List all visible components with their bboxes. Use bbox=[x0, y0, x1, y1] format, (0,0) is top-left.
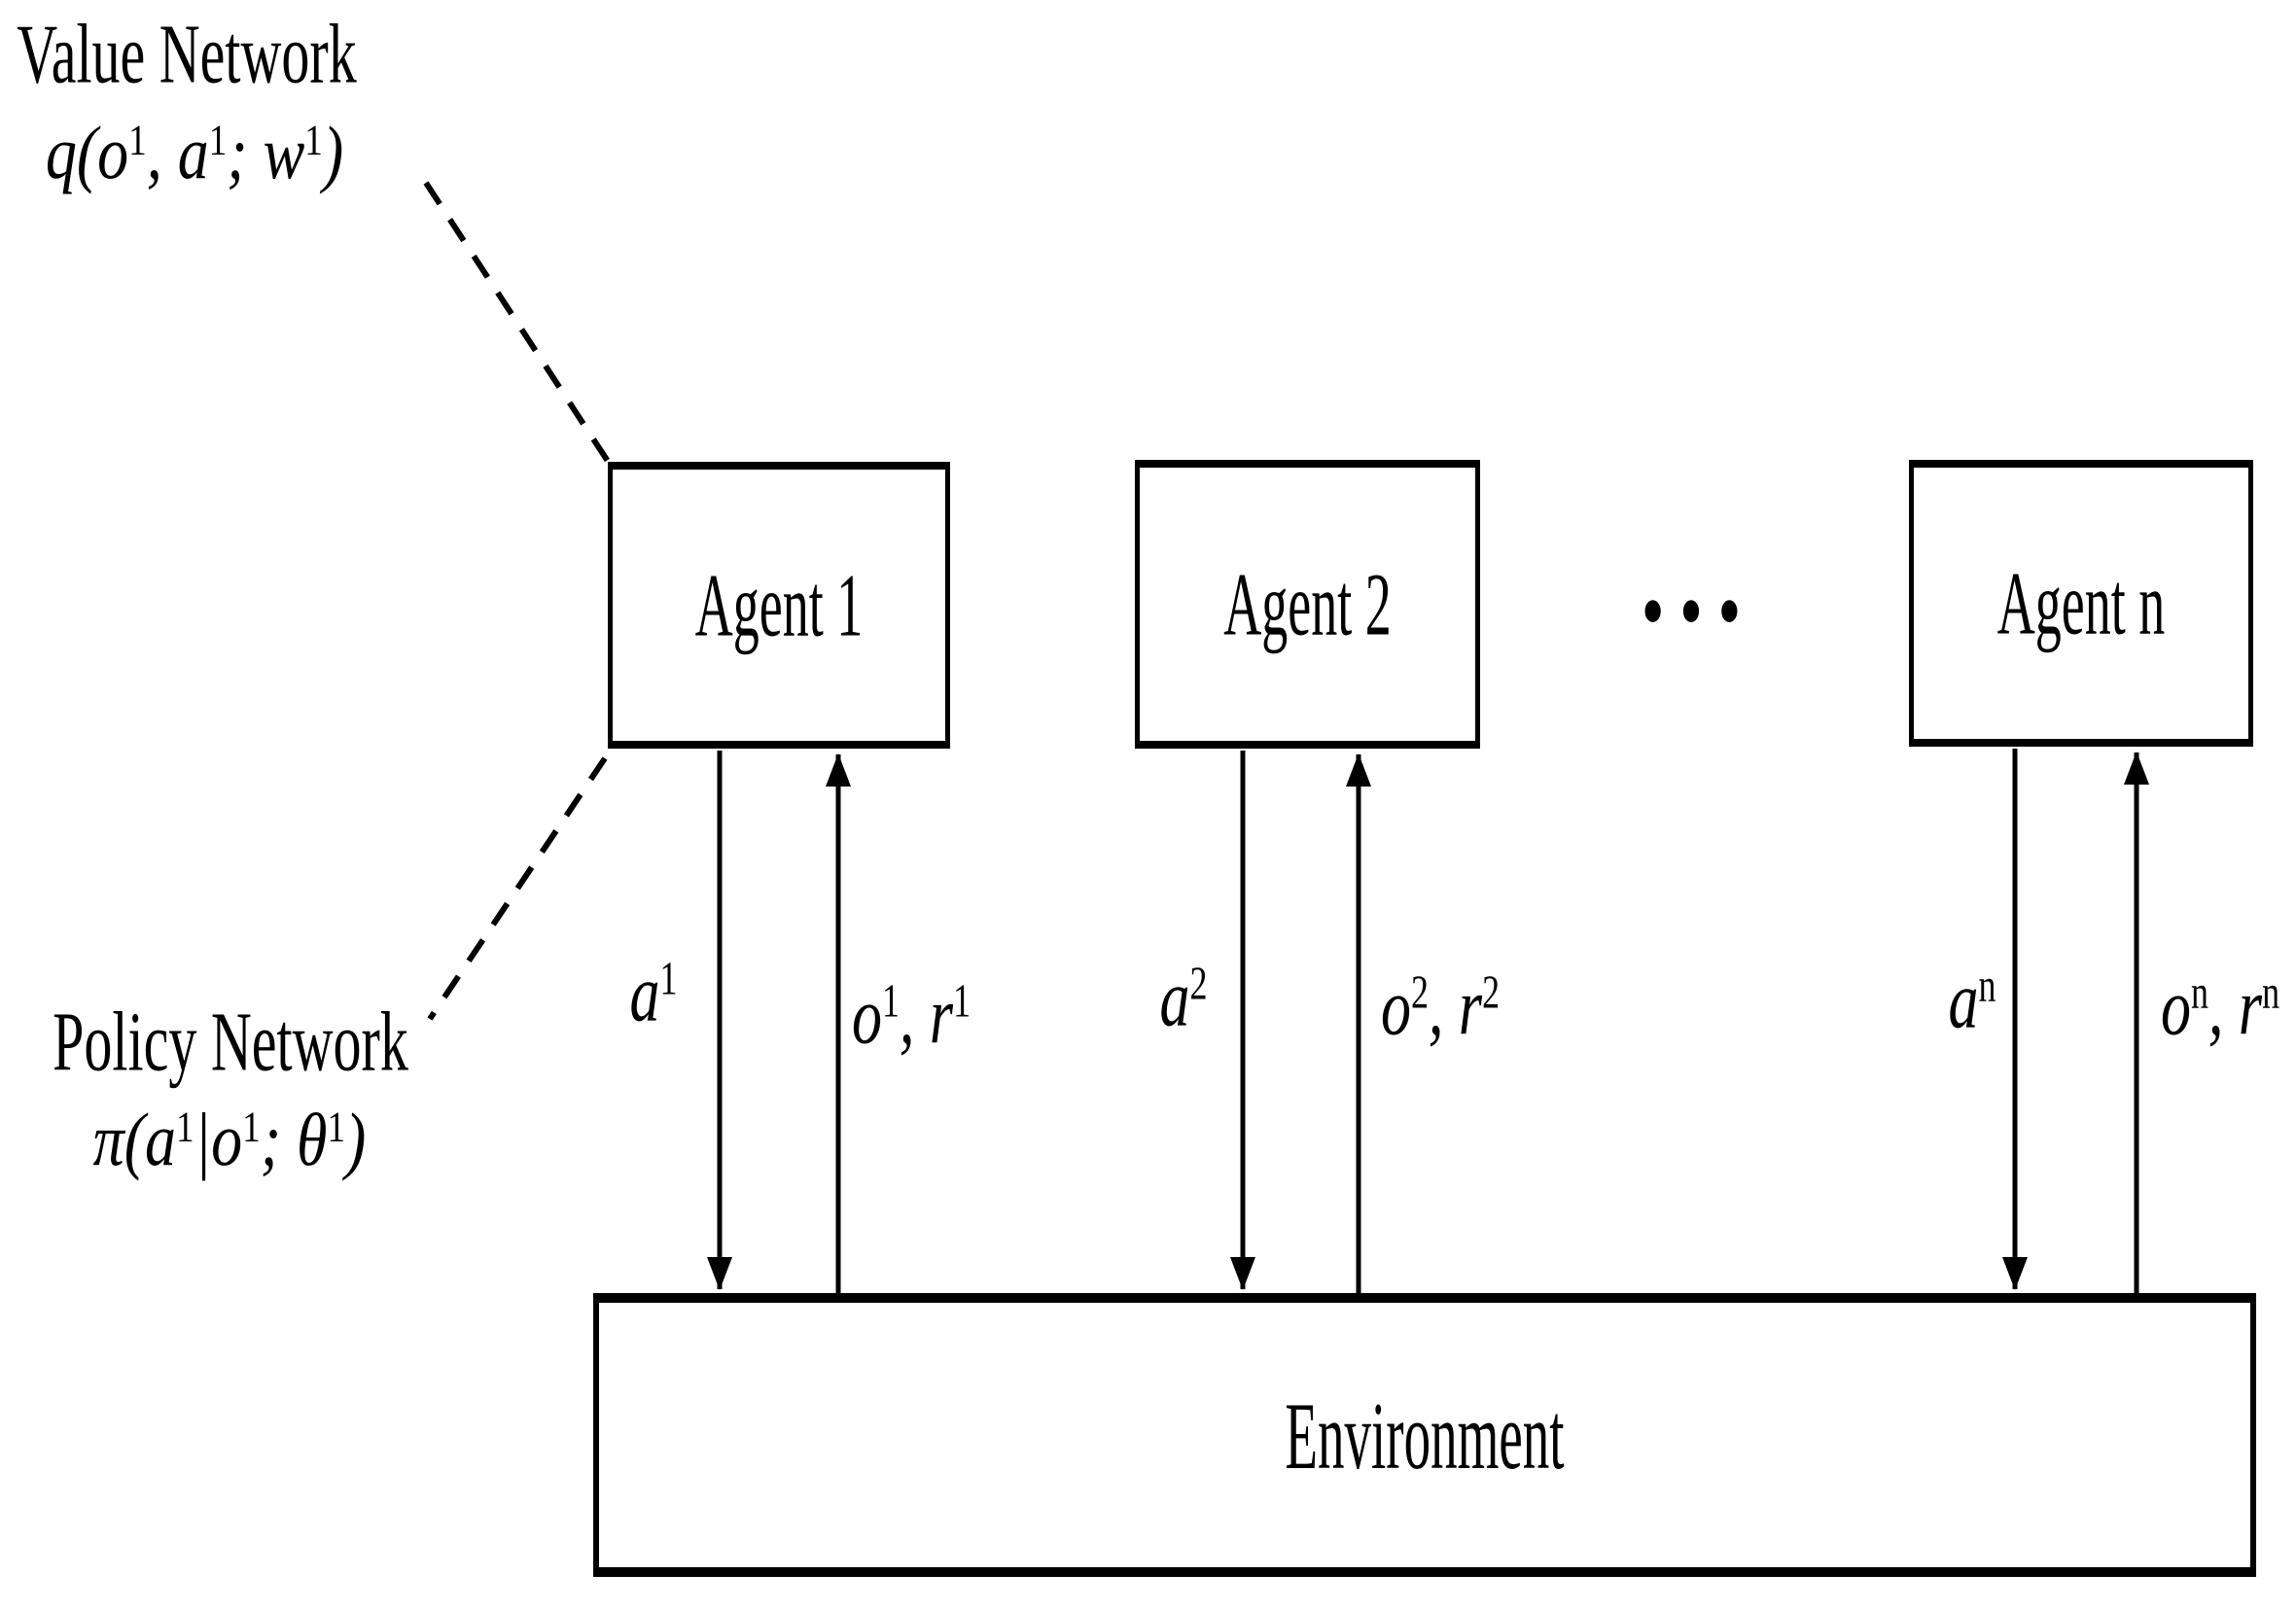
formula-superscript: 2 bbox=[1482, 965, 1501, 1019]
agent-n-box: Agent n bbox=[1909, 460, 2253, 747]
formula-part: o bbox=[1380, 962, 1411, 1053]
formula-superscript: 1 bbox=[953, 974, 971, 1028]
formula-superscript: n bbox=[2262, 965, 2280, 1019]
formula-superscript: 1 bbox=[327, 1103, 346, 1152]
formula-part: o bbox=[851, 971, 882, 1062]
agent-1-label: Agent 1 bbox=[694, 555, 864, 655]
formula-superscript: 2 bbox=[1410, 965, 1429, 1019]
policy-network-callout-dashed-line bbox=[427, 756, 608, 1021]
formula-part: , r bbox=[2208, 962, 2263, 1053]
formula-part: |o bbox=[194, 1098, 243, 1181]
formula-superscript: 1 bbox=[128, 117, 147, 165]
formula-part: a bbox=[1948, 956, 1979, 1046]
formula-superscript: 1 bbox=[208, 117, 228, 165]
agent-2-box: Agent 2 bbox=[1135, 460, 1480, 749]
formula-superscript: 1 bbox=[304, 117, 323, 165]
environment-label: Environment bbox=[1285, 1382, 1565, 1488]
formula-part: ) bbox=[322, 111, 344, 194]
agent-1-box: Agent 1 bbox=[608, 462, 950, 749]
formula-part: ; θ bbox=[260, 1098, 328, 1181]
agentn-observation-reward-label: on, rn bbox=[2161, 962, 2279, 1055]
agent2-action-label: a2 bbox=[1160, 953, 1208, 1046]
agent-n-label: Agent n bbox=[1996, 553, 2166, 653]
formula-superscript: 1 bbox=[881, 974, 900, 1028]
agent1-action-label: a1 bbox=[630, 948, 678, 1041]
value-network-callout-dashed-line bbox=[423, 181, 612, 465]
value-network-formula: q(o1, a1; w1) bbox=[46, 111, 343, 197]
formula-superscript: 1 bbox=[242, 1103, 261, 1152]
formula-superscript: 2 bbox=[1189, 957, 1208, 1010]
formula-part: ; w bbox=[227, 111, 305, 194]
formula-superscript: n bbox=[1978, 959, 1996, 1012]
policy-network-title: Policy Network bbox=[53, 994, 408, 1089]
agent2-observation-reward-label: o2, r2 bbox=[1381, 962, 1500, 1055]
formula-part: a bbox=[1159, 954, 1190, 1044]
formula-part: ) bbox=[345, 1098, 367, 1181]
agent1-observation-reward-label: o1, r1 bbox=[852, 970, 971, 1064]
agents-ellipsis: ··· bbox=[1636, 535, 1752, 686]
formula-part: a bbox=[629, 949, 660, 1039]
formula-superscript: 1 bbox=[659, 952, 678, 1005]
agent-2-label: Agent 2 bbox=[1223, 554, 1392, 654]
formula-part: , r bbox=[1428, 962, 1483, 1053]
formula-superscript: 1 bbox=[176, 1103, 194, 1152]
formula-part: π(a bbox=[92, 1098, 177, 1181]
formula-part: , a bbox=[146, 111, 209, 194]
value-network-title: Value Network bbox=[17, 6, 357, 101]
agentn-action-label: an bbox=[1949, 955, 1996, 1048]
formula-part: o bbox=[2160, 962, 2191, 1053]
formula-superscript: n bbox=[2190, 965, 2208, 1019]
environment-box: Environment bbox=[593, 1293, 2256, 1577]
policy-network-formula: π(a1|o1; θ1) bbox=[93, 1098, 367, 1184]
formula-part: , r bbox=[899, 971, 954, 1062]
formula-part: q(o bbox=[45, 111, 129, 194]
